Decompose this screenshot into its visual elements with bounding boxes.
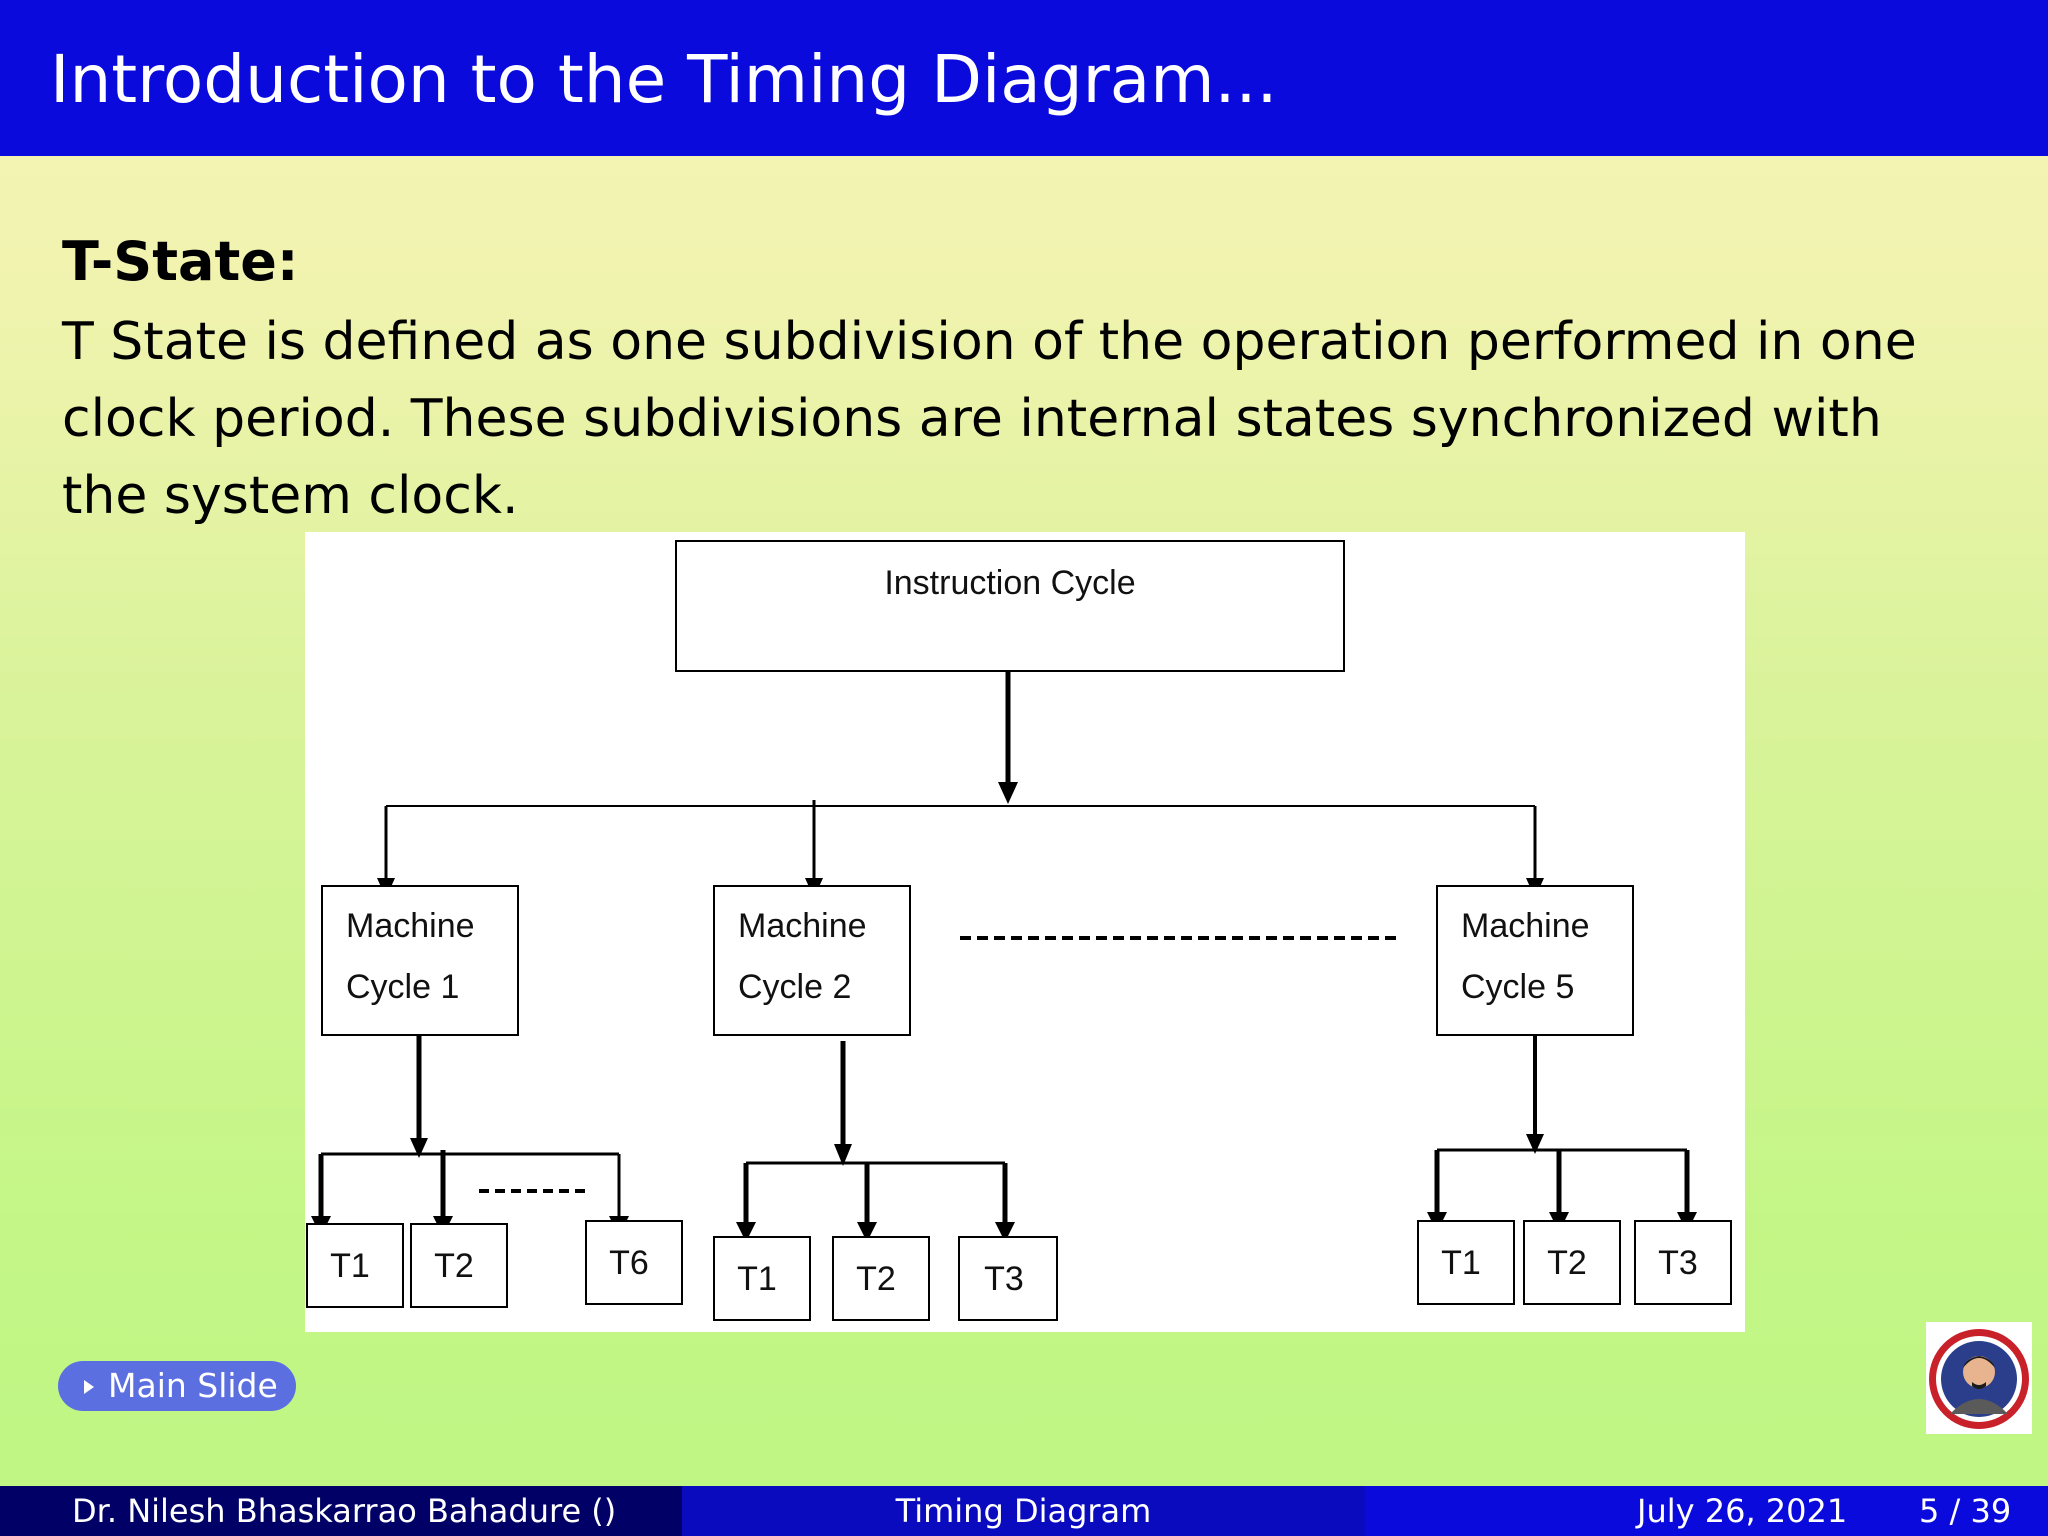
mc2-t2-label: T2 <box>856 1260 896 1298</box>
play-triangle-icon <box>84 1380 94 1394</box>
mc5-line1: Machine <box>1461 907 1590 945</box>
footer-right: July 26, 2021 5 / 39 <box>1365 1486 2048 1536</box>
mc1-t2-label: T2 <box>434 1247 474 1285</box>
footer-date: July 26, 2021 <box>1637 1486 1847 1536</box>
main-slide-label: Main Slide <box>108 1366 278 1405</box>
section-heading: T-State: <box>62 232 299 291</box>
mc1-line2: Cycle 1 <box>346 968 459 1006</box>
title-bar: Introduction to the Timing Diagram... <box>0 0 2048 156</box>
root-arrowhead <box>998 782 1018 804</box>
instruction-cycle-diagram: Instruction Cycle Machine Cycle 1 Machin… <box>305 532 1745 1332</box>
instruction-cycle-label: Instruction Cycle <box>884 564 1135 602</box>
mc5-t3-label: T3 <box>1658 1244 1698 1282</box>
mc2-line2: Cycle 2 <box>738 968 851 1006</box>
footer-author: Dr. Nilesh Bhaskarrao Bahadure () <box>0 1486 682 1536</box>
mc1-t1-label: T1 <box>330 1247 370 1285</box>
main-slide-button[interactable]: Main Slide <box>58 1361 296 1411</box>
mc2-t1-label: T1 <box>737 1260 777 1298</box>
academy-logo <box>1926 1322 2032 1434</box>
mc2-t3-label: T3 <box>984 1260 1024 1298</box>
mc5-line2: Cycle 5 <box>1461 968 1574 1006</box>
mc5-t1-label: T1 <box>1441 1244 1481 1282</box>
mc5-t2-label: T2 <box>1547 1244 1587 1282</box>
mc1-t6-label: T6 <box>609 1244 649 1282</box>
mc1-line1: Machine <box>346 907 475 945</box>
mc2-line1: Machine <box>738 907 867 945</box>
footer-topic: Timing Diagram <box>682 1486 1365 1536</box>
footer-page-number[interactable]: 5 / 39 <box>1919 1486 2011 1536</box>
instruction-cycle-box <box>676 541 1344 671</box>
definition-text: T State is defined as one subdivision of… <box>62 304 1982 535</box>
slide-title: Introduction to the Timing Diagram... <box>50 42 1277 118</box>
footer: Dr. Nilesh Bhaskarrao Bahadure () Timing… <box>0 1486 2048 1536</box>
